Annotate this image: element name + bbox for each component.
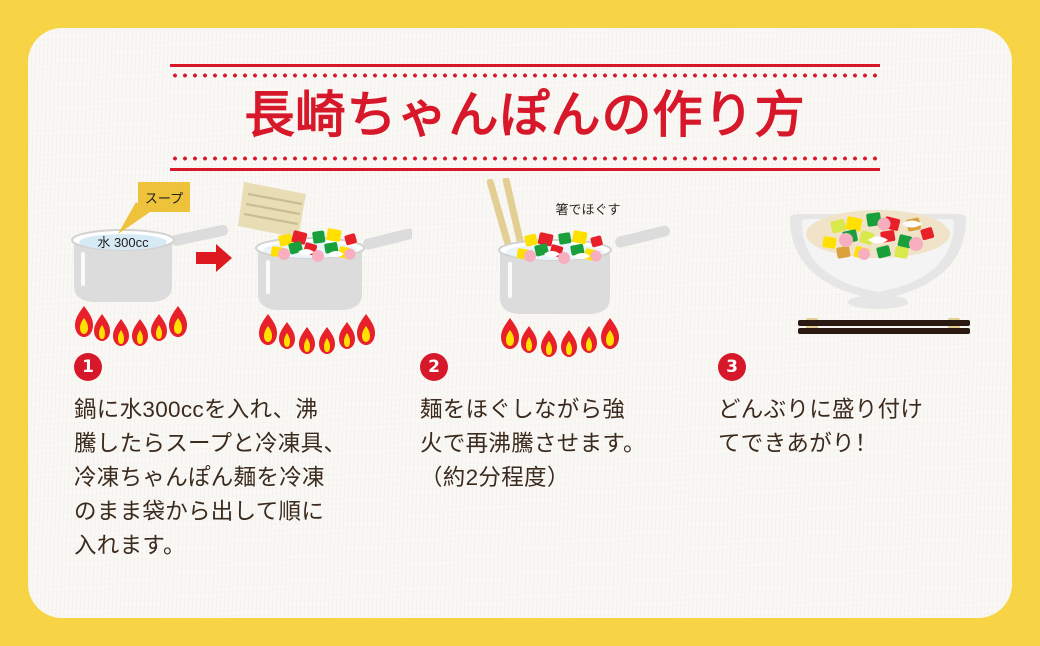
- step-3-badge: 3: [718, 353, 746, 381]
- step2-scene: 箸でほぐす: [486, 178, 670, 357]
- soup-packet: [138, 182, 190, 212]
- content-card: 長崎ちゃんぽんの作り方: [28, 28, 1012, 618]
- soup-packet-label: スープ: [145, 191, 183, 206]
- pot-body-step2: [500, 250, 610, 314]
- bowl-foot: [848, 295, 908, 309]
- title-rule-bottom-dotted: [170, 156, 880, 161]
- pot-body-right: [258, 248, 362, 310]
- title-rule-top-solid: [170, 64, 880, 67]
- water-label: 水 300cc: [97, 235, 149, 250]
- step3-scene: [790, 210, 970, 334]
- pot-body-left: [74, 240, 172, 302]
- title-band: 長崎ちゃんぽんの作り方: [170, 64, 880, 174]
- step-2-text: 麺をほぐしながら強 火で再沸騰させます。 （約2分程度）: [420, 397, 646, 490]
- pot-handle-right: [363, 228, 412, 250]
- flame-group-step2: [501, 318, 619, 357]
- step-1-text: 鍋に水300ccを入れ、沸 騰したらスープと冷凍具、 冷凍ちゃんぽん麺を冷凍 の…: [74, 397, 347, 558]
- steps-row: 1 鍋に水300ccを入れ、沸 騰したらスープと冷凍具、 冷凍ちゃんぽん麺を冷凍…: [28, 353, 1012, 603]
- flame-group-left: [75, 306, 187, 346]
- step-2: 2 麺をほぐしながら強 火で再沸騰させます。 （約2分程度）: [420, 353, 690, 495]
- illustration-step-3: [768, 178, 998, 368]
- pot-highlight-left: [81, 252, 85, 286]
- bowl-ingredients: [822, 212, 935, 260]
- step1-scene: 水 300cc スープ: [71, 182, 412, 354]
- step-3-text: どんぶりに盛り付け てできあがり！: [718, 397, 924, 456]
- ingredients-step2: [516, 230, 603, 264]
- frozen-noodle-block: [238, 182, 306, 238]
- step-1: 1 鍋に水300ccを入れ、沸 騰したらスープと冷凍具、 冷凍ちゃんぽん麺を冷凍…: [74, 353, 394, 563]
- illustration-step-2: 箸でほぐす: [466, 178, 681, 368]
- step-3: 3 どんぶりに盛り付け てできあがり！: [718, 353, 998, 461]
- flame-group-right: [259, 314, 375, 354]
- chopstick-caption: 箸でほぐす: [555, 202, 620, 217]
- illustration-row: 水 300cc スープ: [28, 178, 1012, 368]
- illustration-step-1: 水 300cc スープ: [62, 178, 412, 368]
- ingredients-right-pot: [270, 228, 357, 262]
- page-title: 長崎ちゃんぽんの作り方: [244, 87, 806, 143]
- step-1-badge: 1: [74, 353, 102, 381]
- pot-water: [79, 234, 167, 250]
- title-rule-top-dotted: [170, 73, 880, 78]
- dark-chopsticks-icon: [798, 320, 970, 334]
- title-rule-bottom-solid: [170, 168, 880, 171]
- right-arrow-icon: [196, 244, 232, 272]
- pot-handle-step2: [615, 225, 670, 248]
- pot-handle-left: [170, 224, 229, 246]
- step-2-badge: 2: [420, 353, 448, 381]
- pot-highlight-step2: [508, 262, 512, 298]
- pot-highlight-right: [266, 260, 270, 294]
